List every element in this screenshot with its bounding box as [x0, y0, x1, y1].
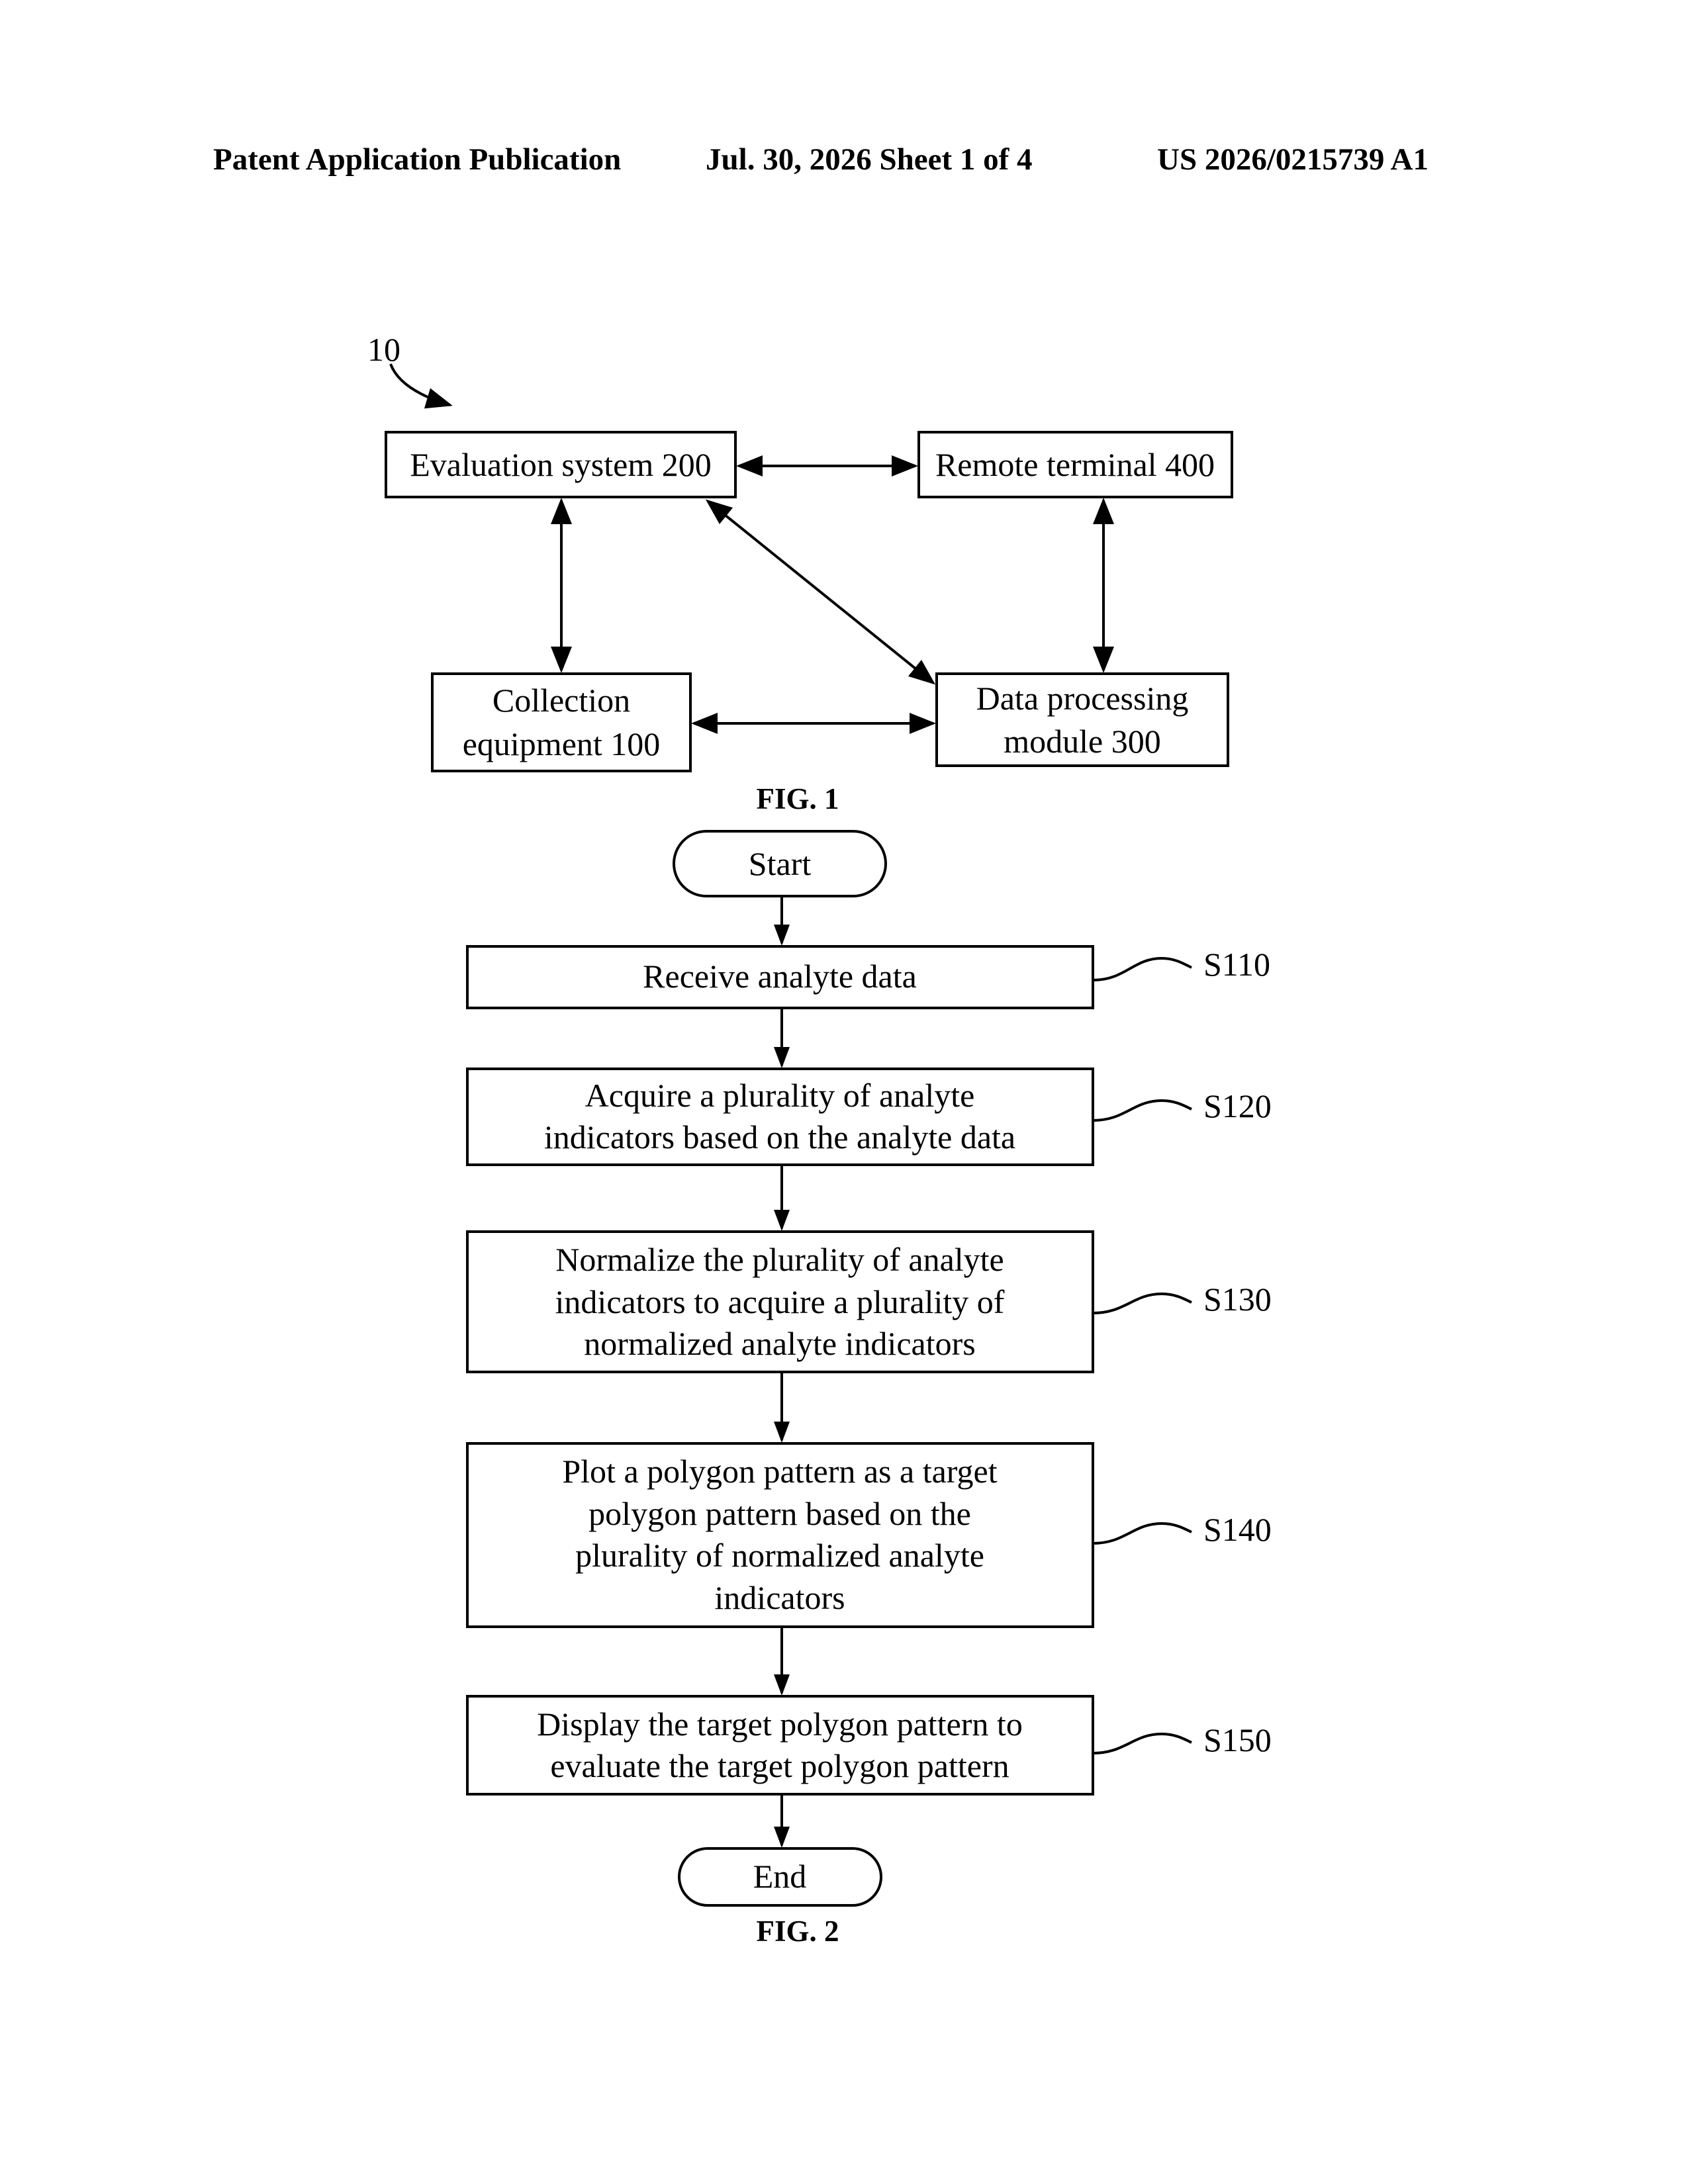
step-s140-text-line1: Plot a polygon pattern as a target [562, 1453, 997, 1490]
link-evaluation-dataprocessing [708, 501, 933, 683]
step-s140-text-line2: polygon pattern based on the [588, 1495, 971, 1532]
data-processing-module-box: Data processing module 300 [937, 674, 1228, 766]
step-s110-text: Receive analyte data [643, 958, 917, 995]
step-s130-text-line3: normalized analyte indicators [584, 1325, 975, 1362]
step-s150: Display the target polygon pattern to ev… [467, 1696, 1272, 1794]
remote-terminal-label: Remote terminal 400 [935, 446, 1215, 483]
step-s120: Acquire a plurality of analyte indicator… [467, 1069, 1272, 1165]
step-s110-id: S110 [1203, 946, 1270, 983]
step-s120-text-line1: Acquire a plurality of analyte [585, 1077, 975, 1114]
end-terminal: End [679, 1848, 881, 1905]
collection-equipment-box: Collection equipment 100 [432, 674, 690, 771]
evaluation-system-label: Evaluation system 200 [410, 446, 712, 483]
fig1-block-diagram: 10 Evaluation system 200 Remote terminal… [367, 331, 1232, 815]
step-s140-id: S140 [1203, 1511, 1272, 1548]
step-s140: Plot a polygon pattern as a target polyg… [467, 1443, 1272, 1627]
collection-equipment-label-line2: equipment 100 [463, 725, 661, 762]
step-s120-leader [1093, 1101, 1192, 1120]
step-s130-id: S130 [1203, 1281, 1272, 1318]
step-s120-id: S120 [1203, 1087, 1272, 1124]
step-s110-leader [1093, 958, 1192, 980]
fig1-reference-number: 10 [367, 331, 400, 368]
fig2-flowchart: Start Receive analyte data S110 Acquire … [467, 831, 1272, 1948]
end-label: End [753, 1858, 807, 1895]
step-s130-leader [1093, 1294, 1192, 1313]
step-s120-text-line2: indicators based on the analyte data [544, 1118, 1015, 1156]
step-s140-leader [1093, 1524, 1192, 1543]
reference-arrow [391, 364, 450, 405]
step-s150-text-line1: Display the target polygon pattern to [537, 1706, 1023, 1743]
evaluation-system-box: Evaluation system 200 [386, 432, 735, 497]
step-s150-id: S150 [1203, 1721, 1272, 1758]
data-processing-label-line2: module 300 [1004, 723, 1160, 760]
step-s140-text-line3: plurality of normalized analyte [575, 1537, 984, 1574]
start-terminal: Start [674, 831, 886, 896]
step-s150-leader [1093, 1734, 1192, 1753]
step-s130-text-line2: indicators to acquire a plurality of [555, 1283, 1005, 1320]
remote-terminal-box: Remote terminal 400 [919, 432, 1232, 497]
step-s110: Receive analyte data S110 [467, 946, 1270, 1008]
step-s140-text-line4: indicators [714, 1579, 845, 1616]
fig1-caption: FIG. 1 [756, 782, 839, 815]
collection-equipment-label-line1: Collection [492, 682, 630, 719]
fig2-caption: FIG. 2 [756, 1915, 839, 1948]
step-s130-text-line1: Normalize the plurality of analyte [555, 1241, 1004, 1278]
step-s130: Normalize the plurality of analyte indic… [467, 1232, 1272, 1372]
start-label: Start [749, 845, 812, 882]
data-processing-label-line1: Data processing [976, 680, 1189, 717]
step-s150-text-line2: evaluate the target polygon pattern [550, 1747, 1009, 1784]
